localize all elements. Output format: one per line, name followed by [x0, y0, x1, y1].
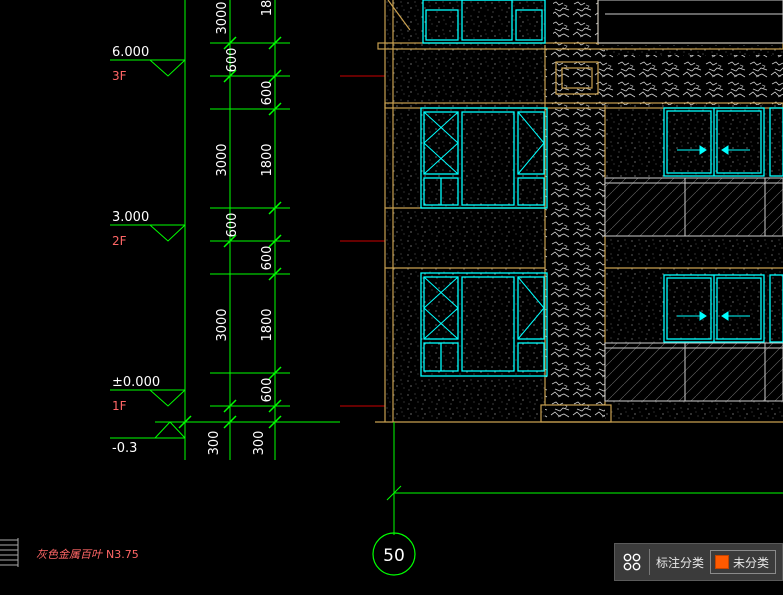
horizontal-dim-texts: 300 300 — [207, 431, 267, 456]
svg-text:1800: 1800 — [260, 308, 275, 341]
vertical-dim-texts-outer: 18 600 600 1800 600 600 1800 600 — [225, 0, 275, 402]
svg-text:600: 600 — [260, 81, 275, 106]
svg-text:3.000: 3.000 — [112, 210, 149, 225]
svg-text:600: 600 — [225, 48, 240, 73]
vertical-dim-texts-inner: 3000 3000 3000 — [215, 1, 230, 341]
dimension-lines — [155, 0, 340, 460]
axis-grid-line — [386, 422, 783, 535]
uncategorized-button[interactable]: 未分类 — [710, 550, 777, 574]
annotation-category-panel: 标注分类 未分类 — [614, 543, 783, 581]
building-facade — [375, 0, 783, 423]
windows-left — [420, 107, 548, 377]
svg-text:1800: 1800 — [260, 143, 275, 176]
elevation-label-6000: 6.000 3F — [112, 45, 149, 83]
svg-text:1F: 1F — [112, 399, 127, 413]
uncategorized-label: 未分类 — [733, 555, 770, 570]
windows-right — [663, 107, 783, 343]
svg-text:灰色金属百叶: 灰色金属百叶 — [36, 548, 103, 561]
elevation-label-0000: ±0.000 1F — [112, 375, 160, 413]
svg-text:3000: 3000 — [215, 308, 230, 341]
svg-text:3000: 3000 — [215, 143, 230, 176]
svg-text:N3.75: N3.75 — [106, 548, 139, 561]
svg-text:600: 600 — [260, 378, 275, 403]
svg-text:600: 600 — [225, 213, 240, 238]
svg-text:±0.000: ±0.000 — [112, 375, 160, 390]
orange-swatch-icon — [715, 555, 730, 569]
svg-text:6.000: 6.000 — [112, 45, 149, 60]
material-note: 灰色金属百叶 N3.75 — [0, 538, 139, 567]
annotation-category-label: 标注分类 — [656, 555, 705, 570]
svg-text:300: 300 — [252, 431, 267, 456]
category-grid-icon[interactable] — [619, 549, 645, 575]
svg-text:2F: 2F — [112, 234, 127, 248]
svg-text:600: 600 — [260, 246, 275, 271]
svg-text:300: 300 — [207, 431, 222, 456]
panel-divider — [649, 549, 650, 575]
svg-text:3000: 3000 — [215, 1, 230, 34]
svg-text:3F: 3F — [112, 69, 127, 83]
balcony-railings — [604, 177, 783, 402]
svg-text:18: 18 — [260, 0, 275, 16]
elevation-label-3000: 3.000 2F — [112, 210, 149, 248]
elevation-markers — [110, 59, 186, 439]
ground-level-label: -0.3 — [112, 441, 137, 456]
svg-text:50: 50 — [383, 546, 405, 566]
axis-bubble-50[interactable]: 50 — [372, 532, 416, 576]
